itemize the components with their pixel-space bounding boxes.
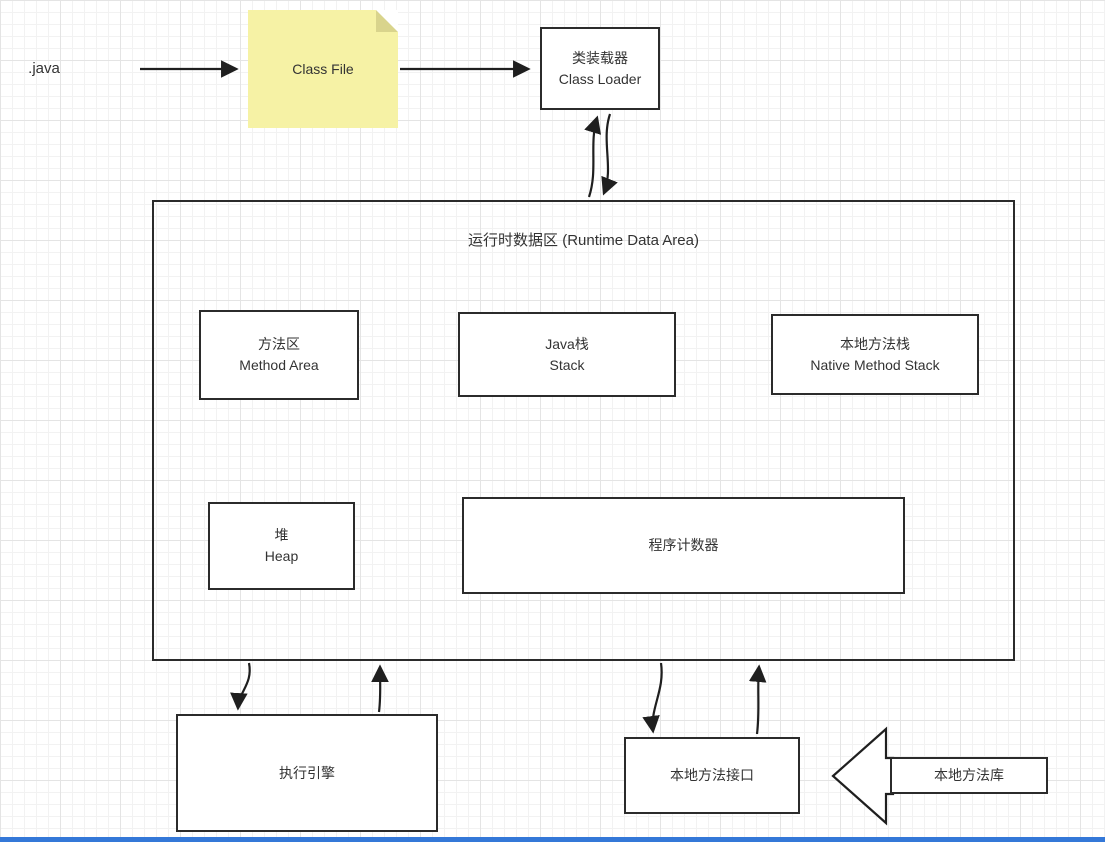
java-stack-en: Stack (549, 356, 585, 373)
arrow-native-interface-to-runtime (748, 664, 767, 735)
arrow-classloader-to-runtime (601, 113, 618, 196)
window-bottom-edge (0, 837, 1105, 842)
arrow-engine-to-runtime (371, 664, 389, 713)
arrow-runtime-to-classloader (584, 115, 602, 198)
heap-zh: 堆 (274, 527, 289, 543)
java-file-label: .java (14, 52, 74, 86)
class-file-text: Class File (292, 60, 354, 77)
arrow-runtime-to-engine (230, 662, 251, 711)
native-method-library-node: 本地方法库 (890, 757, 1048, 794)
arrow-runtime-to-native-interface (642, 662, 663, 734)
method-area-zh: 方法区 (258, 336, 300, 352)
program-counter-node: 程序计数器 (462, 497, 905, 594)
native-method-library-text: 本地方法库 (934, 767, 1004, 783)
native-method-stack-en: Native Method Stack (810, 356, 940, 373)
execution-engine-node: 执行引擎 (176, 714, 438, 832)
program-counter-text: 程序计数器 (648, 537, 719, 553)
runtime-data-area-node: 运行时数据区 (Runtime Data Area) (152, 200, 1015, 661)
execution-engine-text: 执行引擎 (279, 764, 335, 781)
heap-en: Heap (264, 548, 299, 564)
class-loader-en: Class Loader (558, 70, 642, 87)
java-file-text: .java (28, 59, 60, 77)
method-area-node: 方法区 Method Area (199, 310, 359, 400)
runtime-data-area-title: 运行时数据区 (Runtime Data Area) (468, 232, 699, 249)
heap-node: 堆 Heap (208, 502, 355, 590)
method-area-en: Method Area (239, 357, 319, 373)
class-loader-zh: 类装载器 (572, 49, 628, 66)
native-method-stack-zh: 本地方法栈 (840, 335, 910, 352)
native-method-stack-node: 本地方法栈 Native Method Stack (771, 314, 979, 395)
java-stack-zh: Java栈 (545, 335, 589, 352)
class-loader-node: 类装载器 Class Loader (540, 27, 660, 110)
note-folded-corner (376, 10, 398, 32)
native-method-interface-text: 本地方法接口 (670, 767, 754, 783)
block-arrow-library-to-interface (831, 726, 895, 826)
class-file-note: Class File (248, 10, 398, 128)
native-method-interface-node: 本地方法接口 (624, 737, 800, 814)
java-stack-node: Java栈 Stack (458, 312, 676, 397)
